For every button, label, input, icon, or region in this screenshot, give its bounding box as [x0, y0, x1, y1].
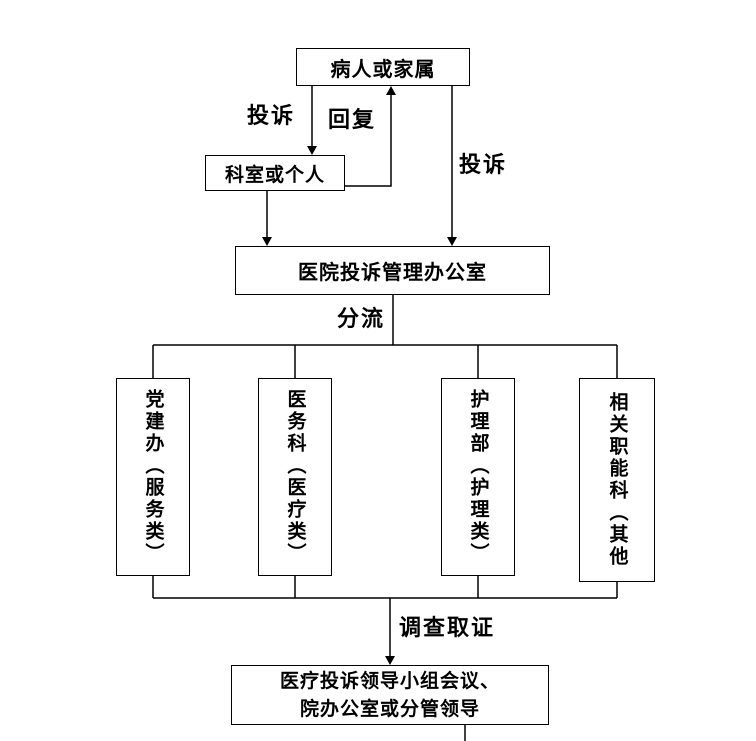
node-branch-related-functional-dept: 相关职能科（其他 — [579, 378, 655, 582]
edge-label-complaint-left: 投诉 — [247, 103, 296, 129]
node-patient-or-family: 病人或家属 — [296, 48, 470, 86]
final-line-2: 院办公室或分管领导 — [299, 698, 480, 720]
node-complaint-management-office: 医院投诉管理办公室 — [235, 246, 550, 295]
arrow-patient-to-office — [447, 86, 457, 246]
edge-label-triage: 分流 — [337, 306, 386, 332]
edge-label-complaint-right: 投诉 — [459, 152, 508, 178]
node-leadership-meeting: 医疗投诉领导小组会议、 院办公室或分管领导 — [231, 665, 549, 725]
arrow-mergebar-to-final — [385, 598, 395, 665]
branch-label: 医务科（医疗类） — [284, 389, 307, 565]
line-branches-to-mergebar — [152, 576, 618, 599]
node-branch-medical-affairs: 医务科（医疗类） — [258, 378, 332, 576]
arrow-department-to-patient — [345, 86, 396, 187]
node-branch-party-office: 党建办（服务类） — [116, 378, 190, 576]
branch-label: 护理部（护理类） — [467, 389, 490, 565]
branch-label: 党建办（服务类） — [142, 389, 165, 565]
node-branch-nursing-dept: 护理部（护理类） — [441, 378, 515, 576]
node-department-or-individual: 科室或个人 — [205, 155, 345, 191]
final-line-1: 医疗投诉领导小组会议、 — [279, 670, 500, 692]
branch-label: 相关职能科（其他 — [606, 392, 629, 568]
arrow-patient-to-department — [307, 86, 317, 155]
edge-label-reply: 回复 — [328, 107, 377, 133]
edge-label-investigate: 调查取证 — [399, 615, 496, 641]
arrow-department-to-office — [262, 191, 272, 246]
